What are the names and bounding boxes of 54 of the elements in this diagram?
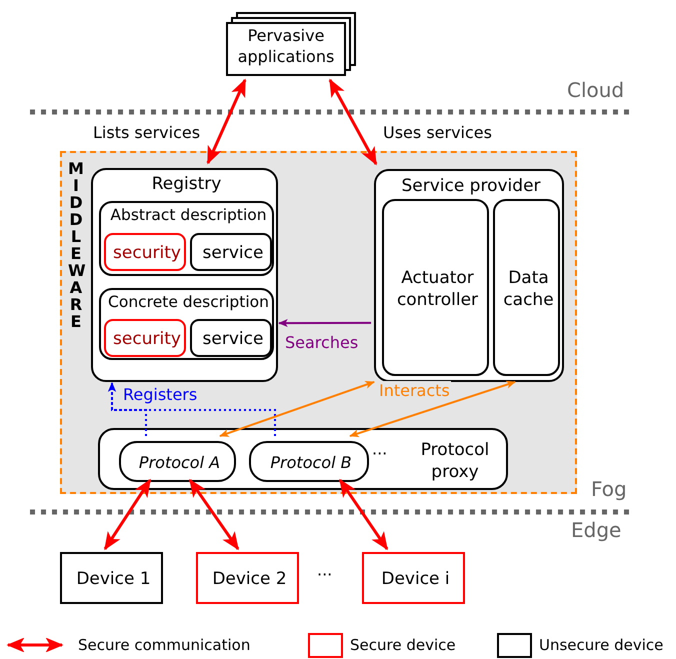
component-box — [493, 199, 560, 376]
legend-label: Secure communication — [78, 636, 250, 654]
node-label: Device 2 — [211, 569, 288, 589]
device-box — [196, 552, 299, 604]
description-box — [99, 288, 274, 360]
arrow — [219, 380, 375, 437]
registry-box — [91, 168, 278, 382]
security-box — [104, 319, 186, 357]
service-box — [190, 233, 272, 271]
zone-label: Fog — [591, 477, 627, 501]
node-label: Device i — [380, 569, 451, 589]
device-box — [362, 552, 465, 604]
ellipsis: ··· — [372, 444, 388, 463]
ellipsis: ··· — [317, 565, 332, 584]
node-label: Device 1 — [75, 569, 152, 589]
node-label: service — [202, 243, 264, 263]
device-box — [60, 552, 163, 604]
arrow — [206, 78, 246, 164]
vertical-title: MIDDLEWARE — [68, 160, 84, 330]
middleware-region — [60, 151, 577, 494]
node-label: Protocol proxy — [420, 439, 490, 484]
arrow — [338, 478, 388, 550]
arrow — [108, 382, 276, 436]
service-provider-box — [374, 169, 564, 382]
node-label: Protocol B — [269, 453, 353, 472]
arrow — [278, 319, 372, 328]
node-label: Data cache — [502, 267, 555, 312]
stacked-box — [226, 12, 356, 76]
arrow — [188, 478, 240, 550]
arrow — [328, 78, 378, 166]
service-box — [190, 319, 272, 357]
protocol-box — [119, 441, 236, 482]
description-box — [99, 201, 274, 276]
node-label: Protocol A — [138, 453, 222, 472]
node-label: Concrete description — [107, 293, 270, 311]
node-label: Service provider — [400, 176, 542, 196]
security-box — [104, 233, 186, 271]
node-label: service — [202, 329, 264, 349]
node-label: Pervasive applications — [236, 26, 336, 68]
arrow — [349, 380, 516, 438]
protocol-proxy-box — [98, 428, 508, 490]
legend-label: Unsecure device — [539, 636, 664, 654]
component-box — [382, 199, 489, 376]
zone-label: Cloud — [567, 78, 624, 102]
legend-label: Secure device — [350, 636, 456, 654]
edge-label: Registers — [122, 385, 198, 404]
protocol-box — [249, 441, 369, 482]
node-label: security — [112, 329, 182, 349]
node-label: security — [112, 243, 182, 263]
zone-label: Edge — [571, 518, 622, 542]
node-label: Actuator controller — [396, 267, 480, 312]
node-label: Abstract description — [109, 206, 268, 224]
node-label: Registry — [150, 174, 222, 194]
arrow — [104, 478, 152, 550]
